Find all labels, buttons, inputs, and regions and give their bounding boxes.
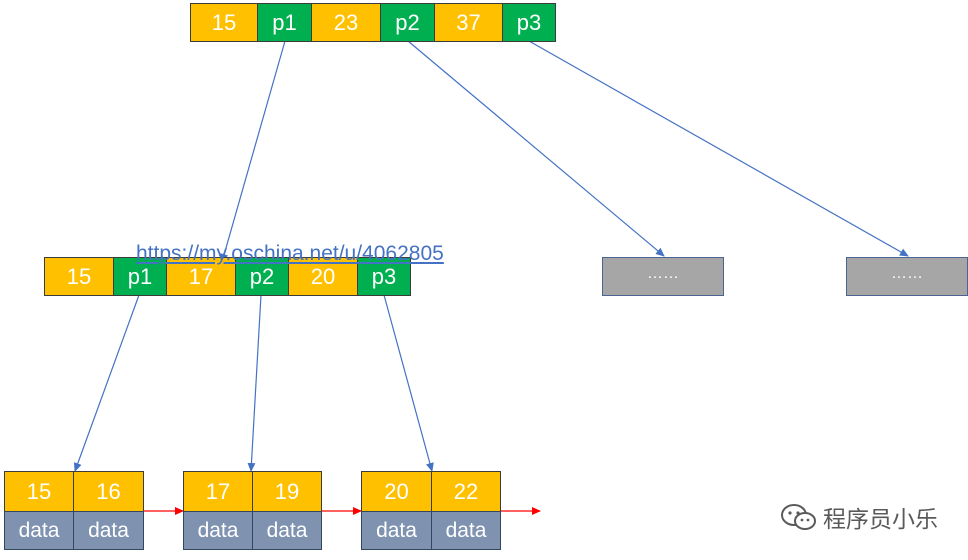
leaf-key-cell: 15 — [4, 471, 74, 512]
wechat-icon — [781, 504, 816, 530]
internal-p1-arrow — [73, 294, 140, 472]
leaf-key-cell: 20 — [361, 471, 432, 512]
leaf-data-cell: data — [252, 511, 322, 550]
leaf-key-cell: 17 — [183, 471, 253, 512]
root-p3-arrow — [528, 40, 909, 257]
root-key-cell: 37 — [434, 3, 503, 42]
leaf-data-cell: data — [73, 511, 144, 550]
watermark-text: 程序员小乐 — [823, 507, 938, 533]
leaf-key-cell: 19 — [252, 471, 322, 512]
root-key-cell: 23 — [311, 3, 381, 42]
leaf-data-cell: data — [431, 511, 501, 550]
root-p1-arrow — [220, 40, 286, 263]
internal-key-cell: 20 — [288, 257, 358, 296]
root-pointer-cell: p1 — [257, 3, 312, 42]
internal-key-cell: 17 — [166, 257, 236, 296]
root-key-cell: 15 — [190, 3, 258, 42]
root-pointer-cell: p3 — [502, 3, 556, 42]
internal-key-cell: 15 — [44, 257, 114, 296]
watermark: 程序员小乐 — [779, 500, 938, 534]
leaf-data-cell: data — [183, 511, 253, 550]
placeholder-node: …… — [602, 257, 724, 296]
internal-p3-arrow — [383, 294, 434, 472]
root-p2-arrow — [407, 40, 665, 257]
root-pointer-cell: p2 — [380, 3, 435, 42]
placeholder-node: …… — [846, 257, 968, 296]
leaf-key-cell: 22 — [431, 471, 501, 512]
leaf-data-cell: data — [4, 511, 74, 550]
leaf-key-cell: 16 — [73, 471, 144, 512]
leaf-data-cell: data — [361, 511, 432, 550]
internal-pointer-cell: p3 — [357, 257, 411, 296]
internal-pointer-cell: p2 — [235, 257, 289, 296]
internal-pointer-cell: p1 — [113, 257, 167, 296]
source-url-link[interactable]: https://my.oschina.net/u/4062805 — [136, 242, 444, 265]
internal-p2-arrow — [247, 294, 262, 472]
